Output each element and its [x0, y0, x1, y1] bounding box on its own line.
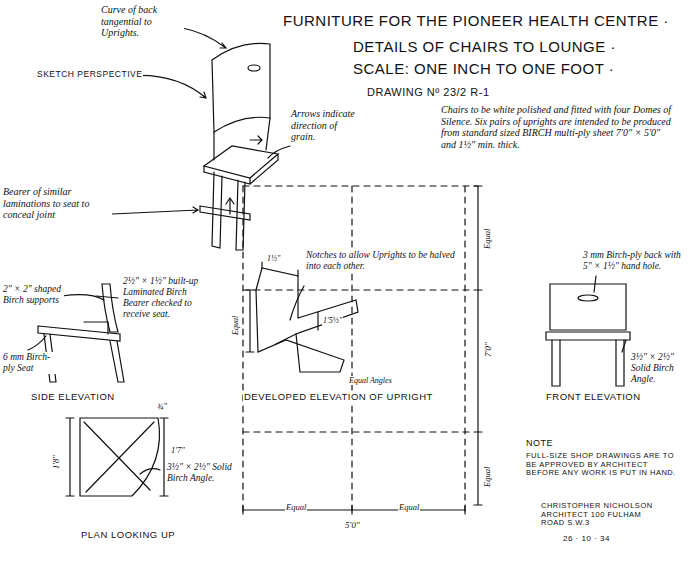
view-title: PLAN LOOKING UP [80, 530, 176, 541]
dimension: ¾" [156, 402, 168, 412]
dimension: 7'0" [483, 341, 493, 358]
note-body: FULL-SIZE SHOP DRAWINGS ARE TO BE APPROV… [525, 452, 677, 478]
view-title: SKETCH PERSPECTIVE [36, 70, 143, 80]
dimension: Equal [231, 315, 240, 336]
view-title: DEVELOPED ELEVATION OF UPRIGHT [243, 392, 434, 403]
callout-note: 3½" × 2½" Solid Birch Angle. [630, 352, 696, 385]
dimension: 1'7" [170, 446, 186, 456]
front-elevation [546, 276, 630, 386]
dimension: Equal [398, 503, 420, 513]
dimension: Equal [483, 466, 493, 488]
dimension: Equal [285, 503, 307, 513]
developed-elevation [243, 186, 482, 515]
dimension: 1½" [266, 254, 281, 263]
callout-note: Curve of back tangential to Uprights. [100, 4, 184, 39]
callout-note: Arrows indicate direction of grain. [290, 108, 360, 143]
view-title: SIDE ELEVATION [30, 392, 116, 403]
note-heading: NOTE [525, 438, 554, 448]
callout-note: 3 mm Birch-ply back with 5" × 1½" hand h… [582, 250, 684, 272]
drawing-title: FURNITURE FOR THE PIONEER HEALTH CENTRE … [282, 12, 670, 29]
sketch-chair [112, 28, 290, 250]
dimension: Equal Angles [348, 376, 393, 385]
scale-note: SCALE: ONE INCH TO ONE FOOT · [352, 60, 615, 77]
view-title: FRONT ELEVATION [545, 392, 642, 403]
callout-note: 2½" × 1½" built-up Laminated Birch Beare… [122, 276, 204, 320]
callout-note: 6 mm Birch-ply Seat [2, 352, 60, 374]
spec-note: Chairs to be white polished and fitted w… [440, 104, 678, 150]
callout-note: 2" × 2" shaped Birch supports [2, 284, 64, 306]
architect-stamp: CHRISTOPHER NICHOLSON ARCHITECT 100 FULH… [540, 502, 668, 528]
plan-view [66, 418, 168, 496]
dimension: 1'5½" [322, 316, 343, 325]
date: 26 · 10 · 34 [562, 534, 611, 543]
callout-note: Bearer of similar laminations to seat to… [2, 186, 112, 221]
callout-note: 3½" × 2½" Solid Birch Angle. [166, 462, 234, 484]
callout-note: Notches to allow Uprights to be halved i… [305, 250, 457, 272]
drawing-title: DETAILS OF CHAIRS TO LOUNGE · [352, 38, 617, 55]
drawing-number: DRAWING Nº 23/2 R-1 [366, 86, 491, 99]
dimension: Equal [483, 228, 493, 250]
dimension: 5'0" [344, 520, 361, 530]
dimension: 1'8" [52, 454, 62, 470]
